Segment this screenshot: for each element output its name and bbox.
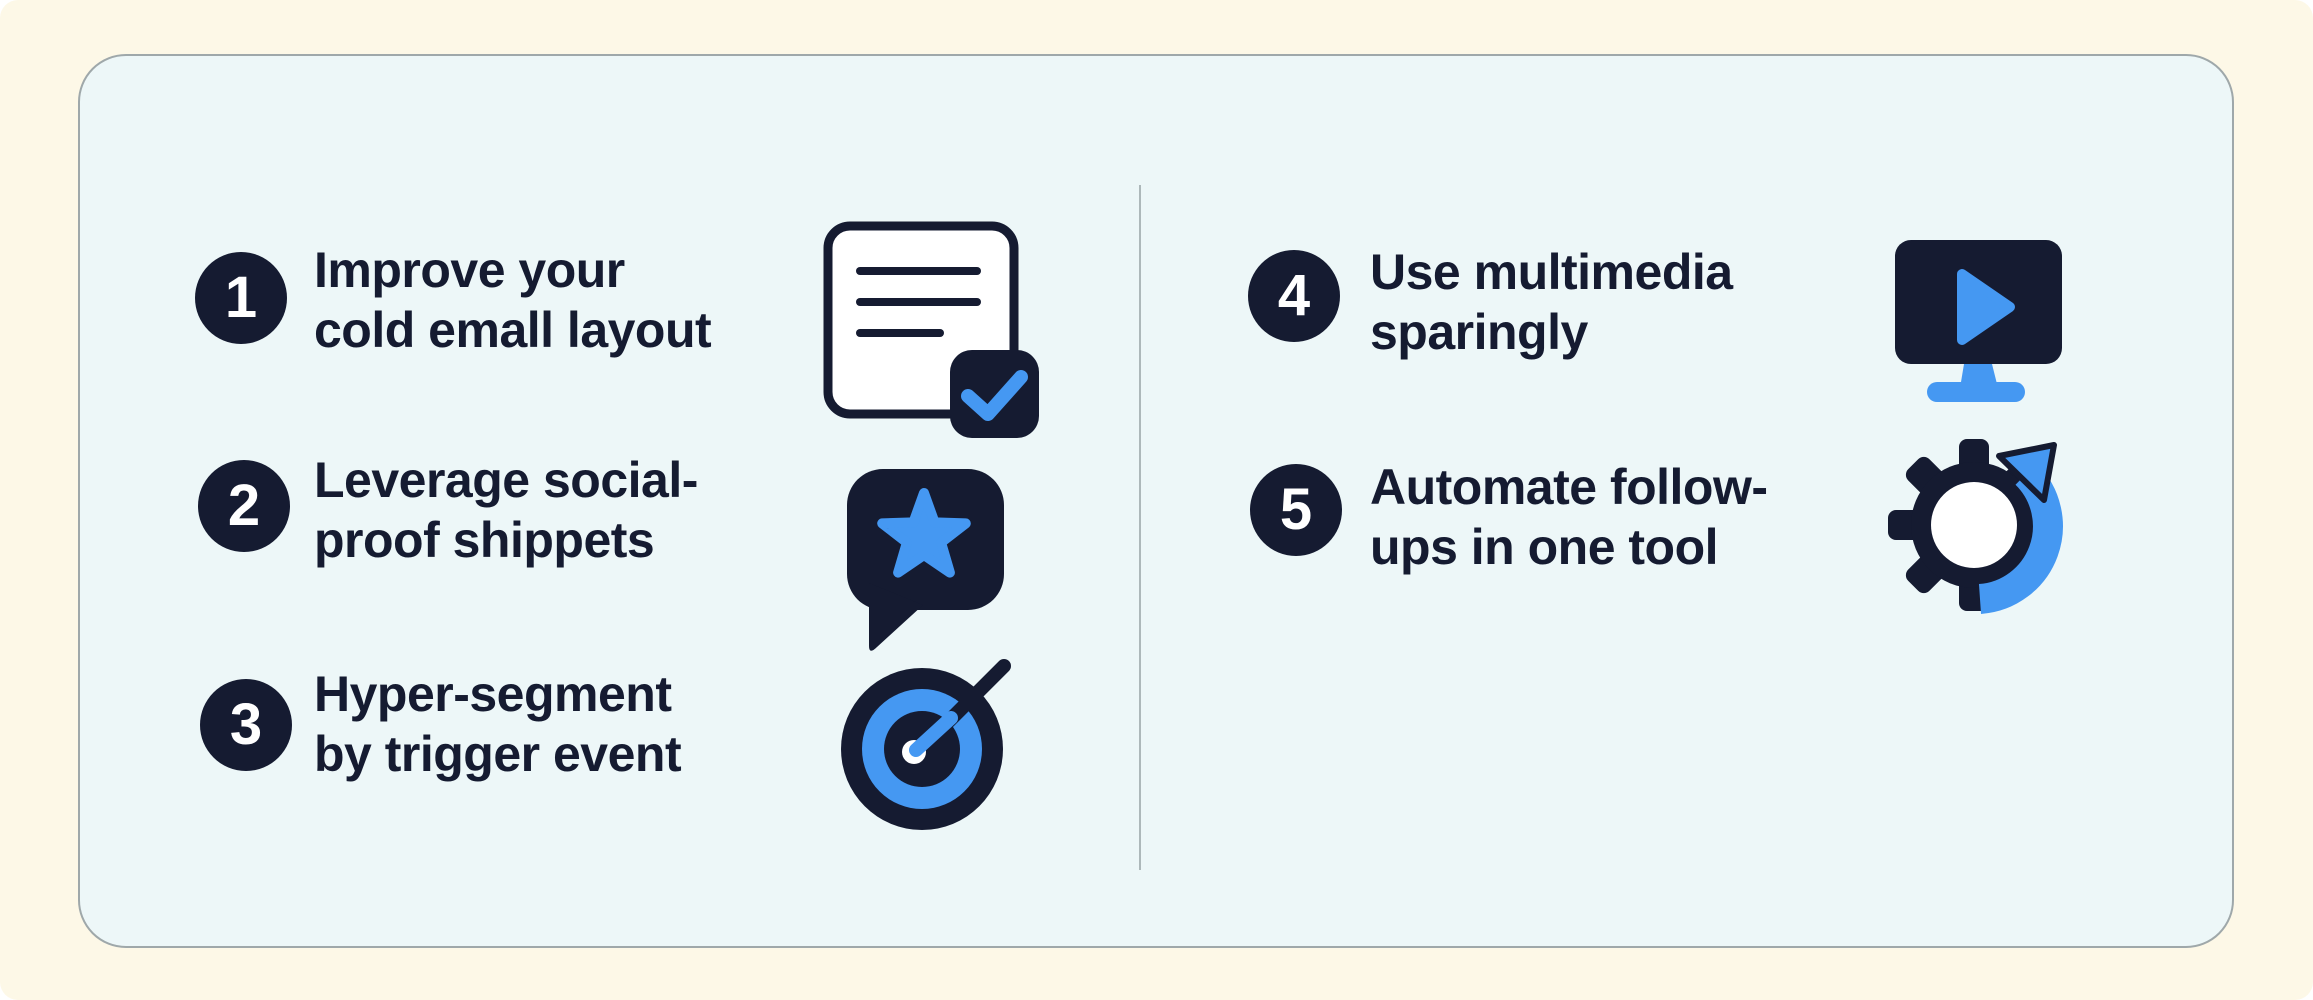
step-badge-2: 2: [198, 460, 290, 552]
step-text-2-line-1: Leverage social-: [314, 452, 698, 508]
step-text-1-line-2: cold emall layout: [314, 302, 712, 358]
target-dart-icon: [841, 659, 1011, 830]
step-text-2-line-2: proof shippets: [314, 512, 655, 568]
step-badge-5: 5: [1250, 464, 1342, 556]
step-number-3: 3: [229, 692, 263, 757]
step-text-1: Improve your cold emall layout: [314, 240, 712, 360]
step-text-4-line-2: sparingly: [1370, 304, 1588, 360]
column-divider: [1139, 185, 1141, 870]
speech-bubble-star-icon: [847, 469, 1004, 651]
step-badge-1: 1: [195, 252, 287, 344]
step-text-5-line-2: ups in one tool: [1370, 519, 1719, 575]
step-text-2: Leverage social- proof shippets: [314, 450, 698, 570]
step-number-5: 5: [1279, 477, 1313, 542]
step-text-3-line-1: Hyper-segment: [314, 666, 672, 722]
step-text-4: Use multimedia sparingly: [1370, 242, 1733, 362]
step-text-3-line-2: by trigger event: [314, 726, 682, 782]
step-text-5: Automate follow- ups in one tool: [1370, 457, 1768, 577]
step-text-1-line-1: Improve your: [314, 242, 625, 298]
step-number-4: 4: [1277, 263, 1311, 328]
step-text-3: Hyper-segment by trigger event: [314, 664, 682, 784]
step-badge-3: 3: [200, 679, 292, 771]
tips-card: 1 Improve your cold emall layout 2 Lever…: [78, 54, 2234, 948]
step-number-1: 1: [224, 265, 258, 330]
gear-arrow-icon: [1888, 439, 2063, 614]
monitor-play-icon: [1895, 240, 2062, 402]
step-text-4-line-1: Use multimedia: [1370, 244, 1733, 300]
document-check-icon: [823, 221, 1039, 438]
step-badge-4: 4: [1248, 250, 1340, 342]
step-text-5-line-1: Automate follow-: [1370, 459, 1768, 515]
step-number-2: 2: [227, 473, 261, 538]
